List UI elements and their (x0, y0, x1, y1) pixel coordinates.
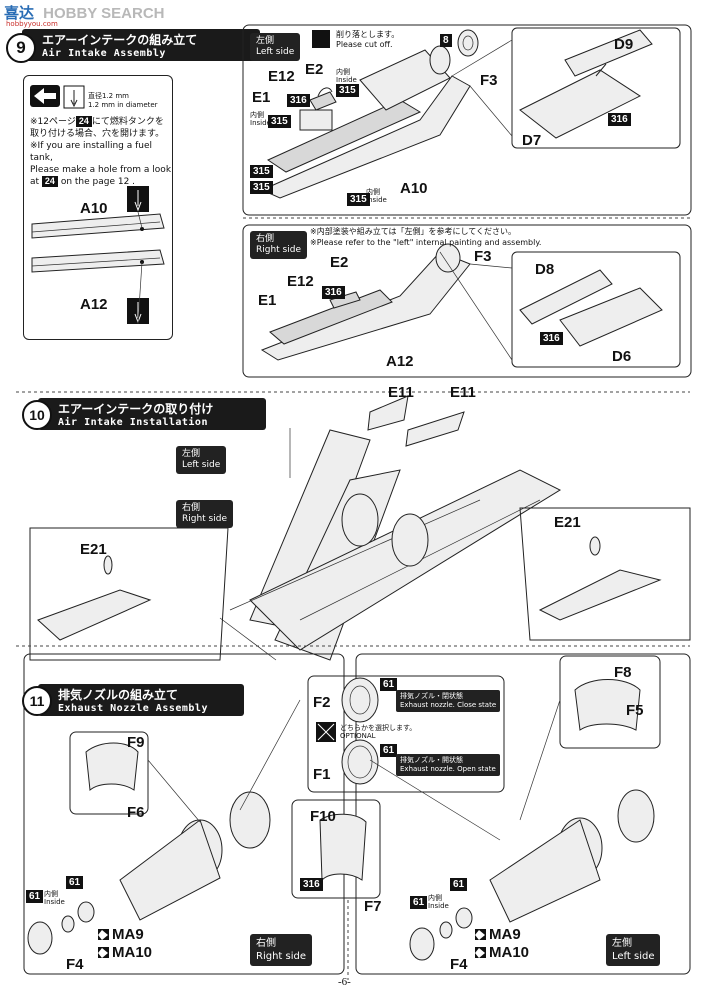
part-d6: D6 (612, 348, 632, 365)
color-61: 61 (66, 876, 84, 889)
step9-number: 9 (6, 33, 36, 63)
part-ma10-left: MA10 (112, 944, 153, 961)
part-f4-left: F4 (66, 956, 84, 973)
color-315: 315 (250, 181, 273, 194)
part-f2: F2 (313, 694, 331, 711)
optional-note: どちらかを選択します。OPTIONAL (340, 724, 417, 740)
right-side-note: ※内部塗装や組み立ては「左側」を参考にしてください。※Please refer … (310, 227, 542, 247)
part-e12-right: E12 (287, 273, 314, 290)
color-316: 316 (322, 286, 345, 299)
color-61: 61 (450, 878, 468, 891)
part-d8: D8 (535, 261, 555, 278)
part-8-badge: 8 (440, 34, 452, 47)
part-a10: A10 (400, 180, 428, 197)
part-e21-left: E21 (80, 541, 107, 558)
part-f9: F9 (127, 734, 145, 751)
ref-badge: 24 (75, 116, 92, 127)
part-f1: F1 (313, 766, 331, 783)
watermark: 喜达 HOBBY SEARCH (4, 2, 165, 23)
part-e21-right: E21 (554, 514, 581, 531)
drill-size-en: 1.2 mm in diameter (88, 101, 158, 109)
page-number: -6- (338, 976, 351, 988)
step11-number: 11 (22, 686, 52, 716)
arrow-icon (30, 85, 60, 107)
watermark-url: hobbyyou.com (6, 20, 58, 28)
part-a12: A12 (386, 353, 414, 370)
part-f3: F3 (480, 72, 498, 89)
part-a12-small: A12 (80, 296, 108, 313)
color-316: 316 (608, 113, 631, 126)
color-315: 315 (250, 165, 273, 178)
color-315: 315 (336, 84, 359, 97)
part-e11-b: E11 (450, 384, 476, 401)
step11-title-jp: 排気ノズルの組み立て (58, 688, 179, 702)
step10-title-jp: エアーインテークの取り付け (58, 402, 214, 416)
color-316: 316 (540, 332, 563, 345)
part-f3-right: F3 (474, 248, 492, 265)
part-d9: D9 (614, 36, 634, 53)
step9-title-jp: エアーインテークの組み立て (42, 33, 198, 47)
part-e1: E1 (252, 89, 271, 106)
part-f8: F8 (614, 664, 632, 681)
watermark-cn: 喜达 (4, 4, 35, 22)
color-61: 61 (380, 678, 398, 691)
step11-title-bar: 排気ノズルの組み立て Exhaust Nozzle Assembly (38, 684, 244, 716)
cut-off-note: 削り落とします。Please cut off. (336, 30, 400, 49)
part-e2: E2 (305, 61, 324, 78)
part-d7: D7 (522, 132, 542, 149)
part-e2-right: E2 (330, 254, 349, 271)
part-f4-right: F4 (450, 956, 468, 973)
color-316: 316 (287, 94, 310, 107)
step10-number: 10 (22, 400, 52, 430)
part-ma10-right: MA10 (489, 944, 530, 961)
ref-badge: 24 (41, 176, 58, 187)
step11-title-en: Exhaust Nozzle Assembly (58, 703, 208, 714)
knife-icon (312, 30, 330, 48)
watermark-brand: HOBBY SEARCH (43, 5, 165, 22)
color-315: 315 (347, 193, 370, 206)
step10-title-en: Air Intake Installation (58, 417, 208, 428)
part-ma9-left: MA9 (112, 926, 144, 943)
part-e1-right: E1 (258, 292, 277, 309)
color-316: 316 (300, 878, 323, 891)
color-61: 61 (380, 744, 398, 757)
step9-title-en: Air Intake Assembly (42, 48, 166, 59)
step10-title-bar: エアーインテークの取り付け Air Intake Installation (38, 398, 266, 430)
part-e12: E12 (268, 68, 295, 85)
part-f5: F5 (626, 702, 644, 719)
color-315: 315 (268, 115, 291, 128)
color-61: 61 (410, 896, 428, 909)
part-f7: F7 (364, 898, 382, 915)
drill-size-jp: 直径1.2 mm (88, 92, 129, 100)
part-a10-small: A10 (80, 200, 108, 217)
part-e11-a: E11 (388, 384, 414, 401)
part-f10: F10 (310, 808, 336, 825)
color-61: 61 (26, 890, 44, 903)
part-f6: F6 (127, 804, 145, 821)
part-ma9-right: MA9 (489, 926, 521, 943)
step9-title-bar: エアーインテークの組み立て Air Intake Assembly (22, 29, 260, 61)
